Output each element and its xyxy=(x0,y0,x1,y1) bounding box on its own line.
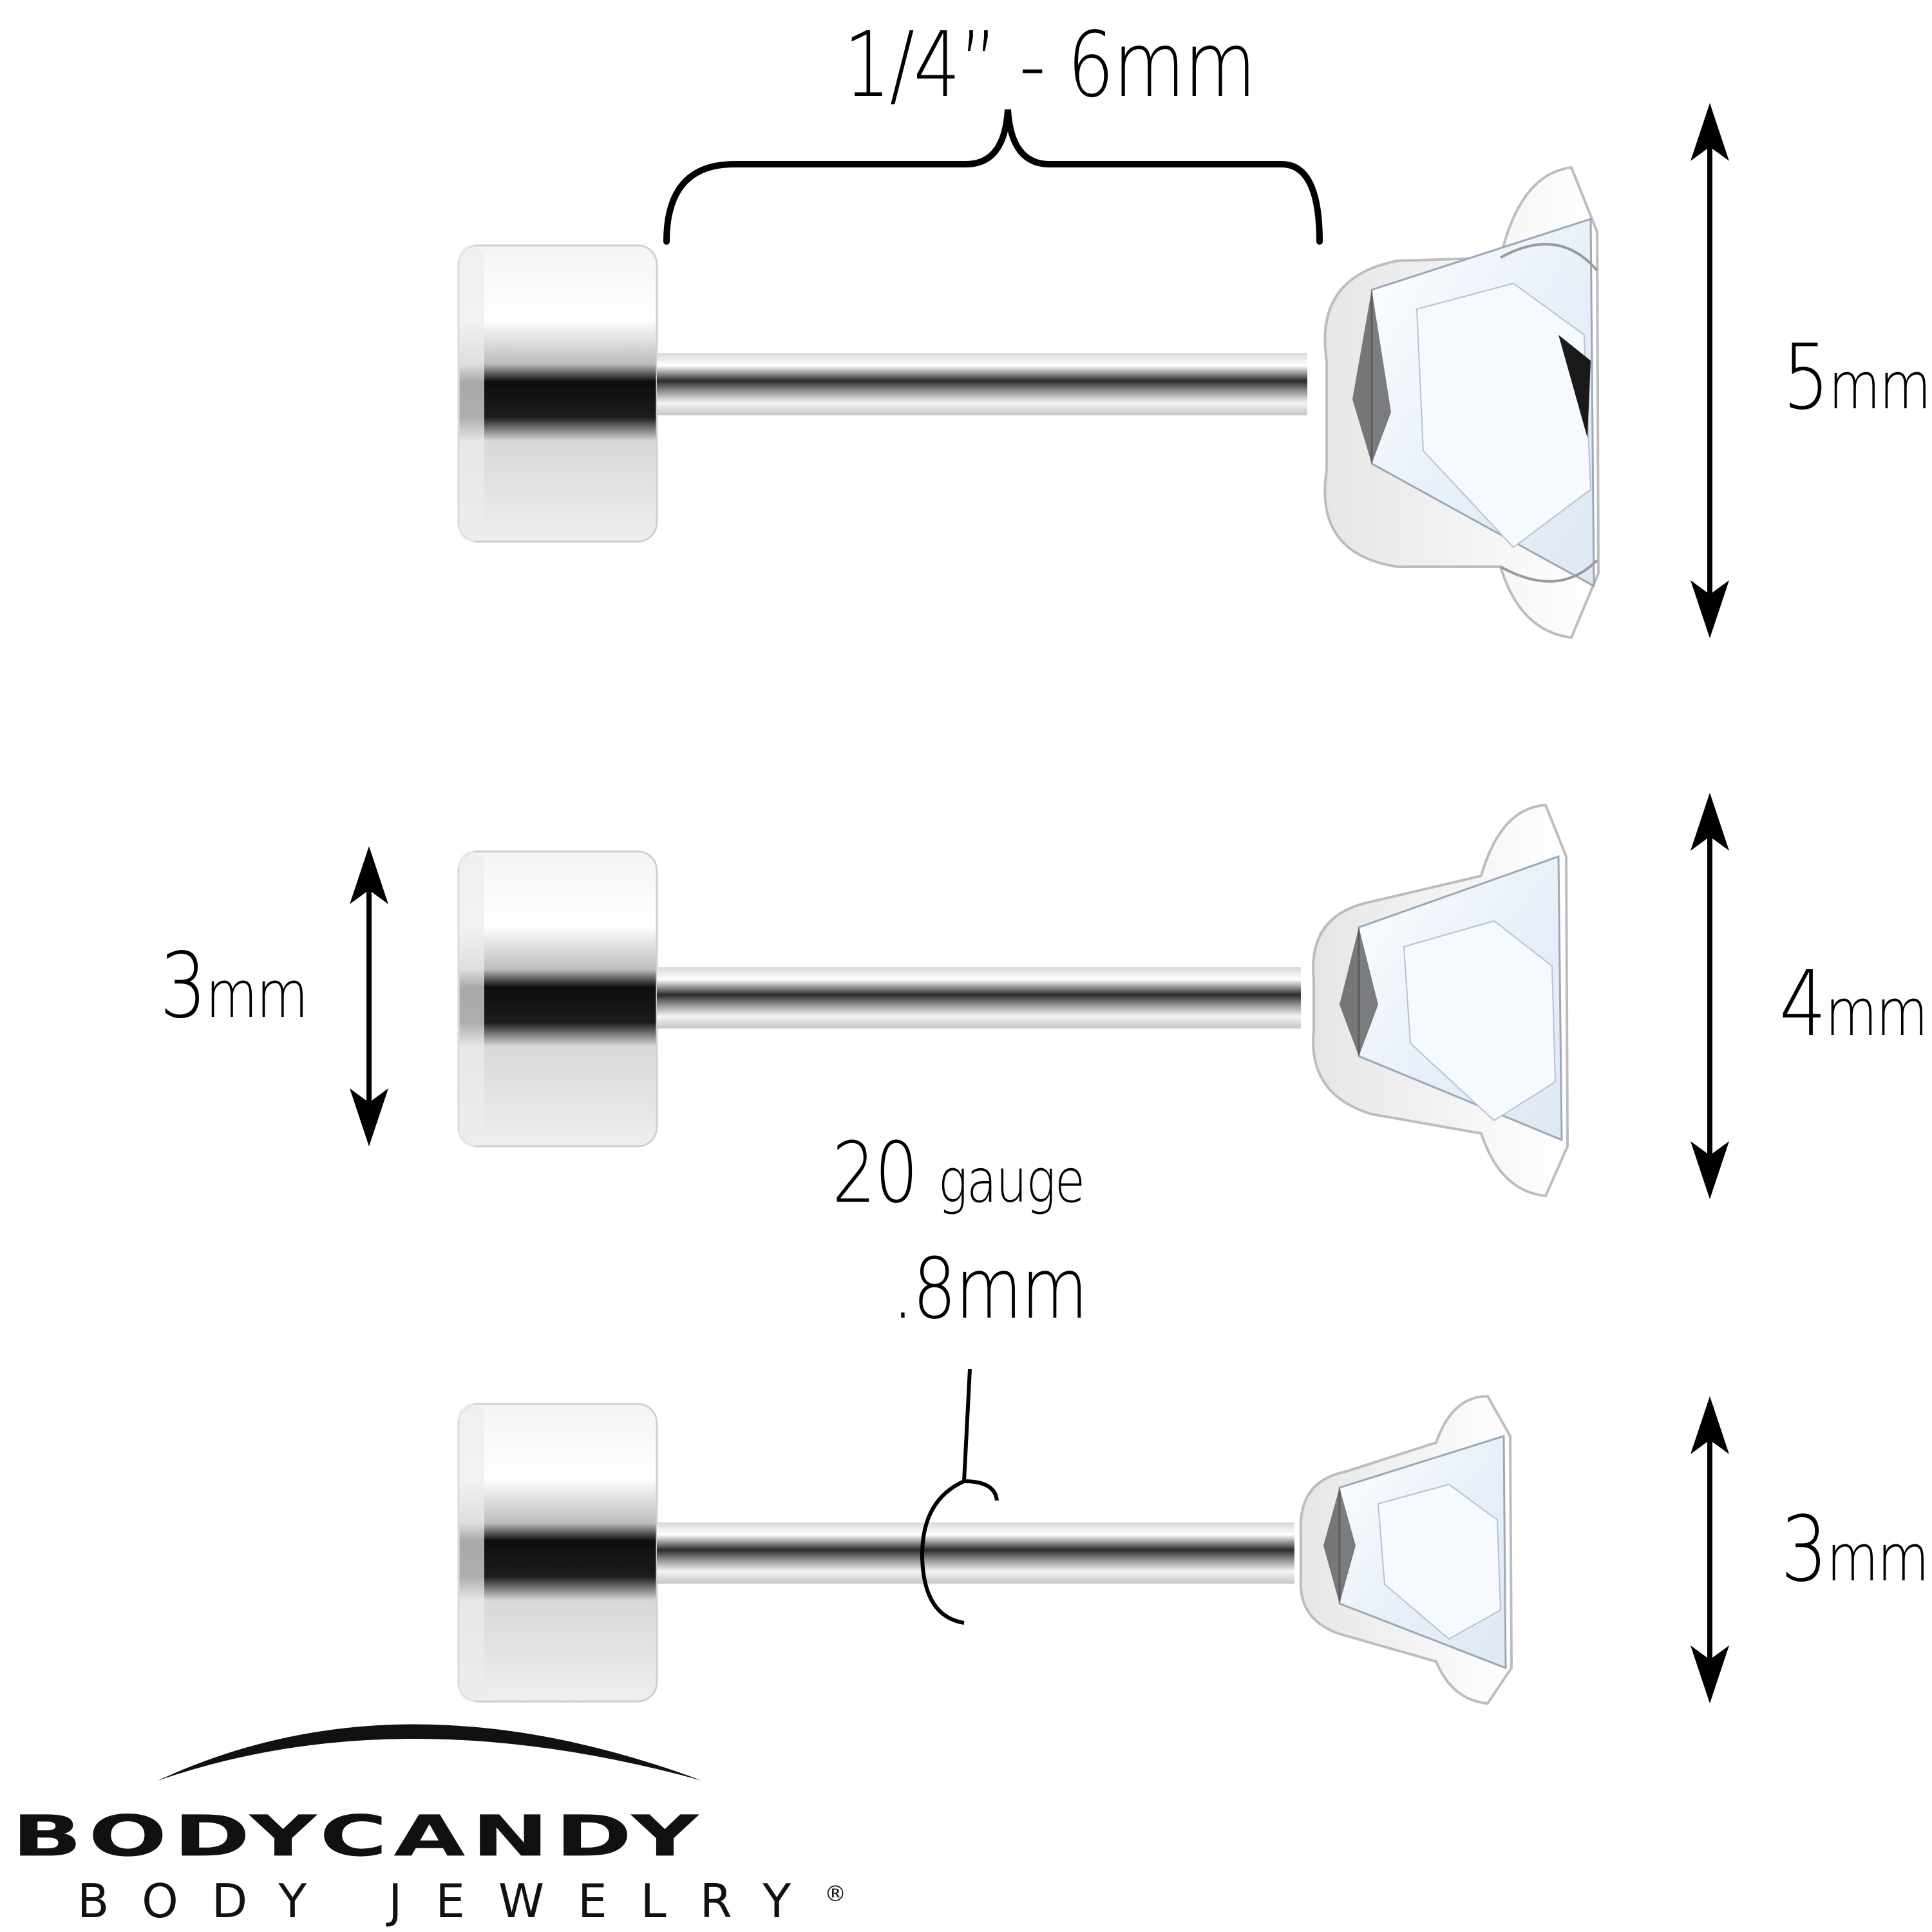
gem-size-value: 4 xyxy=(1779,952,1826,1057)
earring-5mm xyxy=(457,166,1600,639)
flat-back-disc xyxy=(457,1403,658,1703)
disc-size-value: 3 xyxy=(160,934,207,1039)
gem-setting xyxy=(1299,1394,1513,1705)
flat-back-disc xyxy=(457,244,658,543)
dimension-arrow-3mm xyxy=(1690,1396,1729,1703)
dimension-arrow-5mm xyxy=(1690,103,1729,638)
gauge-mm-label: .8mm xyxy=(892,1240,1088,1338)
gauge-number: 20 xyxy=(832,1124,918,1222)
logo-brand-name: BODYCANDY xyxy=(12,1803,705,1870)
flat-back-disc xyxy=(457,850,658,1148)
earring-3mm xyxy=(457,1394,1513,1705)
post-bar xyxy=(657,353,1307,415)
logo-tagline: BODY JEWELRY® xyxy=(77,1874,846,1928)
gem-size-unit: mm xyxy=(1826,1520,1929,1596)
earring-4mm xyxy=(457,803,1569,1198)
disc-size-unit: mm xyxy=(205,956,308,1032)
registered-mark: ® xyxy=(824,1881,847,1907)
post-bar xyxy=(657,967,1301,1028)
dimension-arrow-disc-3mm xyxy=(350,846,388,1146)
gem-setting xyxy=(1312,803,1569,1198)
gauge-unit: gauge xyxy=(938,1146,1085,1217)
gem-size-label-4mm: 4mm xyxy=(1779,952,1928,1057)
gem-size-label-5mm: 5mm xyxy=(1783,325,1931,430)
dimension-arrow-4mm xyxy=(1690,793,1729,1199)
gem-size-unit: mm xyxy=(1828,348,1931,424)
logo-arc xyxy=(158,1724,702,1781)
gem-setting xyxy=(1323,166,1600,639)
length-brace xyxy=(663,109,1323,245)
post-bar xyxy=(657,1522,1294,1584)
gem-size-value: 5 xyxy=(1783,325,1830,430)
logo-tagline-text: BODY JEWELRY xyxy=(77,1874,825,1928)
gem-size-unit: mm xyxy=(1825,974,1927,1050)
gem-size-value: 3 xyxy=(1781,1497,1828,1602)
gauge-indicator xyxy=(920,1368,999,1625)
post-length-label: 1/4” - 6mm xyxy=(844,13,1256,118)
gauge-label: 20 gauge xyxy=(832,1124,1085,1222)
gem-size-label-3mm: 3mm xyxy=(1781,1497,1929,1602)
disc-size-label: 3mm xyxy=(160,934,308,1039)
